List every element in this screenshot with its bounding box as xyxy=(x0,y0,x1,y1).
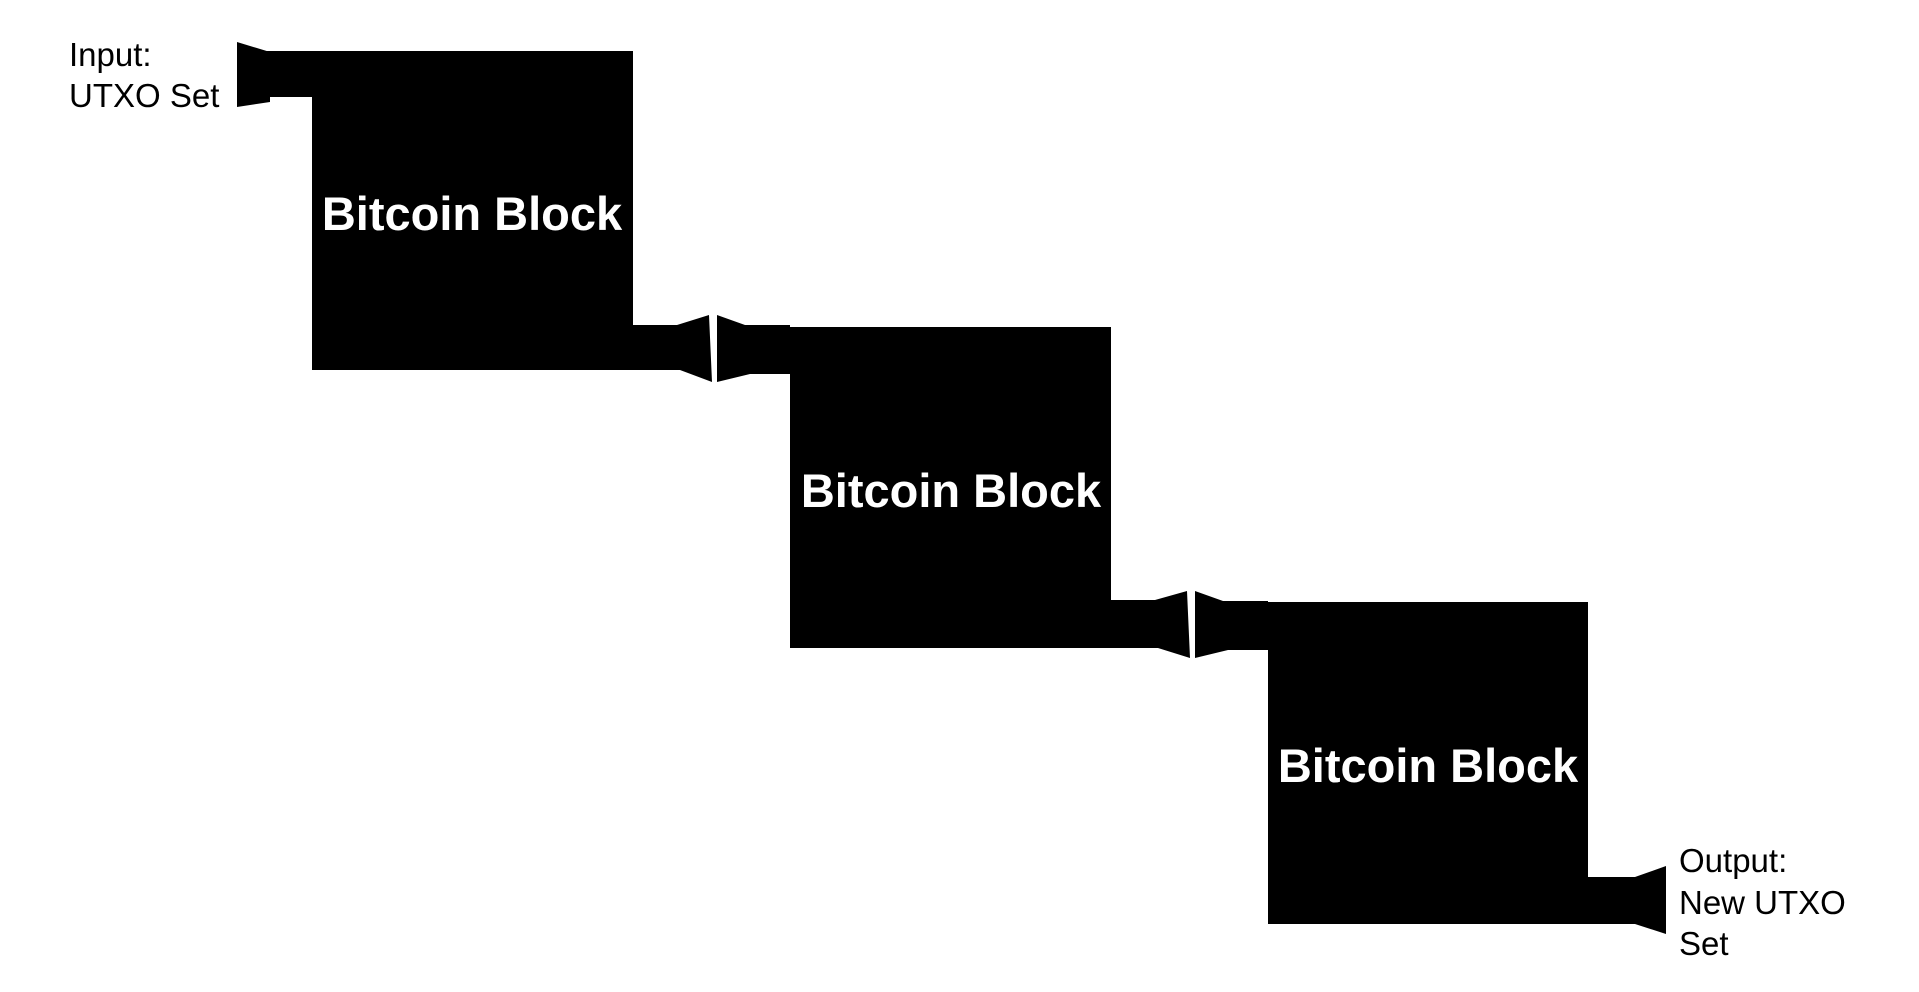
block-2-shape xyxy=(743,327,1111,648)
output-label: Output: New UTXO Set xyxy=(1679,842,1846,962)
input-connector xyxy=(237,42,270,107)
block-3-label: Bitcoin Block xyxy=(1278,739,1579,792)
bitcoin-block-3: Bitcoin Block xyxy=(1220,602,1588,924)
connector-1-output-funnel xyxy=(630,315,712,382)
block-1-shape xyxy=(265,51,633,370)
output-label-line3: Set xyxy=(1679,925,1729,962)
input-label: Input: UTXO Set xyxy=(69,36,219,114)
block-1-label: Bitcoin Block xyxy=(322,187,623,240)
input-label-line1: Input: xyxy=(69,36,152,73)
output-label-line1: Output: xyxy=(1679,842,1787,879)
bitcoin-block-1: Bitcoin Block xyxy=(265,51,633,370)
output-connector xyxy=(1585,866,1666,934)
block-2-label: Bitcoin Block xyxy=(801,464,1102,517)
input-label-line2: UTXO Set xyxy=(69,77,219,114)
connector-2-output-funnel xyxy=(1108,591,1190,658)
block-3-shape xyxy=(1220,602,1588,924)
output-label-line2: New UTXO xyxy=(1679,884,1846,921)
bitcoin-block-2: Bitcoin Block xyxy=(743,327,1111,648)
